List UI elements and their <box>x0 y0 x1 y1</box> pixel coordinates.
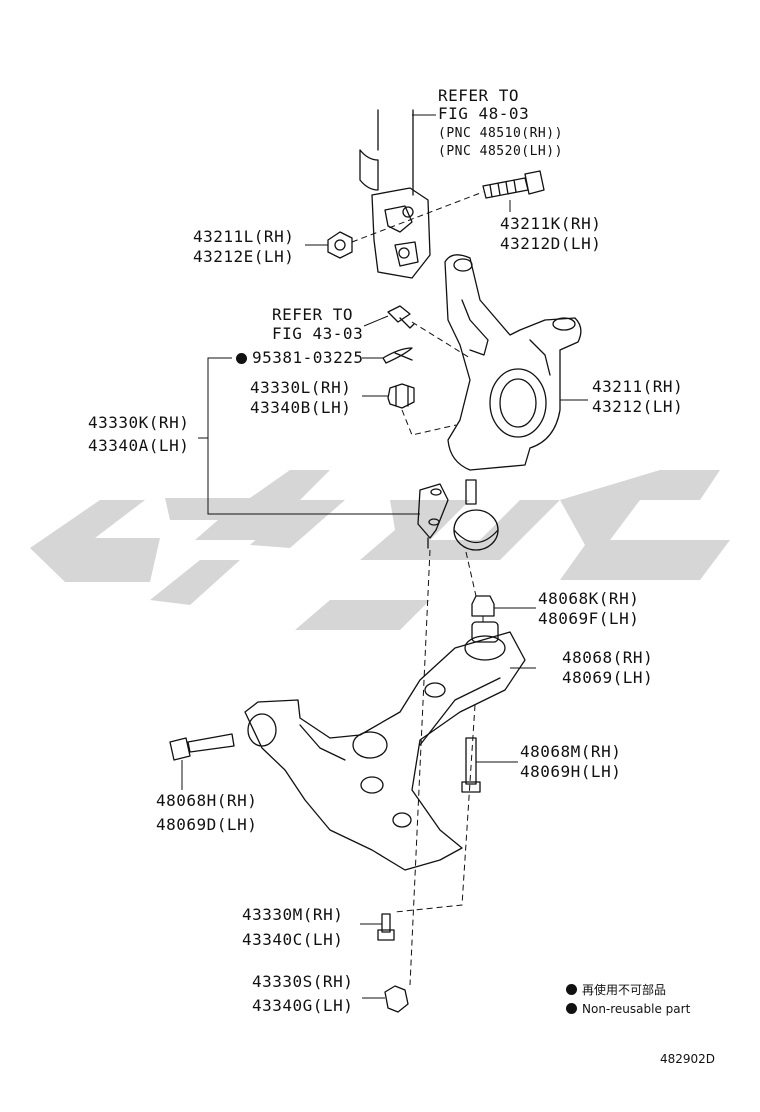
part-48068H-lh: 48069D(LH) <box>156 815 258 834</box>
legend-jp-text: 再使用不可部品 <box>582 983 667 997</box>
nut-43211L <box>327 231 353 259</box>
nut-43330S <box>384 985 409 1013</box>
refer-mid-line1: REFER TO <box>272 305 354 324</box>
non-reusable-dot-icon <box>236 353 247 364</box>
part-43330K-lh: 43340A(LH) <box>88 436 190 455</box>
part-43330L-rh: 43330L(RH) <box>250 378 352 397</box>
part-43330M-rh: 43330M(RH) <box>242 905 344 924</box>
bolt-48068H <box>169 733 235 761</box>
refer-top-line3: (PNC 48510(RH)) <box>438 126 563 141</box>
part-43211L-lh: 43212E(LH) <box>193 247 295 266</box>
part-95381: 95381-03225 <box>236 348 363 368</box>
steering-knuckle <box>444 254 582 471</box>
bolt-48068M <box>461 737 481 793</box>
bolt-refer-43-03 <box>387 305 415 329</box>
part-43330L-lh: 43340B(LH) <box>250 398 352 417</box>
part-43330M-lh: 43340C(LH) <box>242 930 344 949</box>
lower-control-arm <box>244 621 526 871</box>
part-43330K-rh: 43330K(RH) <box>88 413 190 432</box>
watermark-logo <box>30 470 730 630</box>
legend-dot-icon <box>566 1003 577 1014</box>
part-48068-rh: 48068(RH) <box>562 648 654 667</box>
part-43211K-rh: 43211K(RH) <box>500 214 602 233</box>
refer-top-line1: REFER TO <box>438 86 520 105</box>
part-43330S-rh: 43330S(RH) <box>252 972 354 991</box>
refer-top-line2: FIG 48-03 <box>438 104 530 123</box>
part-43211L-rh: 43211L(RH) <box>193 227 295 246</box>
part-43330S-lh: 43340G(LH) <box>252 996 354 1015</box>
bolt-43330M <box>377 913 395 941</box>
cotter-pin-95381 <box>382 347 413 364</box>
figure-code: 482902D <box>660 1052 716 1066</box>
legend-en-text: Non-reusable part <box>582 1002 691 1016</box>
legend-dot-icon <box>566 984 577 995</box>
refer-mid-line2: FIG 43-03 <box>272 324 364 343</box>
nut-48068K <box>471 595 495 617</box>
part-43211K-lh: 43212D(LH) <box>500 234 602 253</box>
part-48068M-rh: 48068M(RH) <box>520 742 622 761</box>
part-43211-lh: 43212(LH) <box>592 397 684 416</box>
castle-nut-43330L <box>387 383 415 409</box>
strut-bracket <box>359 109 431 279</box>
part-48068K-rh: 48068K(RH) <box>538 589 640 608</box>
part-48068-lh: 48069(LH) <box>562 668 654 687</box>
part-48068M-lh: 48069H(LH) <box>520 762 622 781</box>
bolt-43211K <box>482 170 545 199</box>
legend-en: Non-reusable part <box>566 999 690 1019</box>
part-95381-label: 95381-03225 <box>252 348 364 367</box>
ball-joint <box>417 479 499 551</box>
part-48068K-lh: 48069F(LH) <box>538 609 640 628</box>
refer-top-line4: (PNC 48520(LH)) <box>438 144 563 159</box>
part-43211-rh: 43211(RH) <box>592 377 684 396</box>
part-48068H-rh: 48068H(RH) <box>156 791 258 810</box>
legend-jp: 再使用不可部品 <box>566 980 666 1000</box>
